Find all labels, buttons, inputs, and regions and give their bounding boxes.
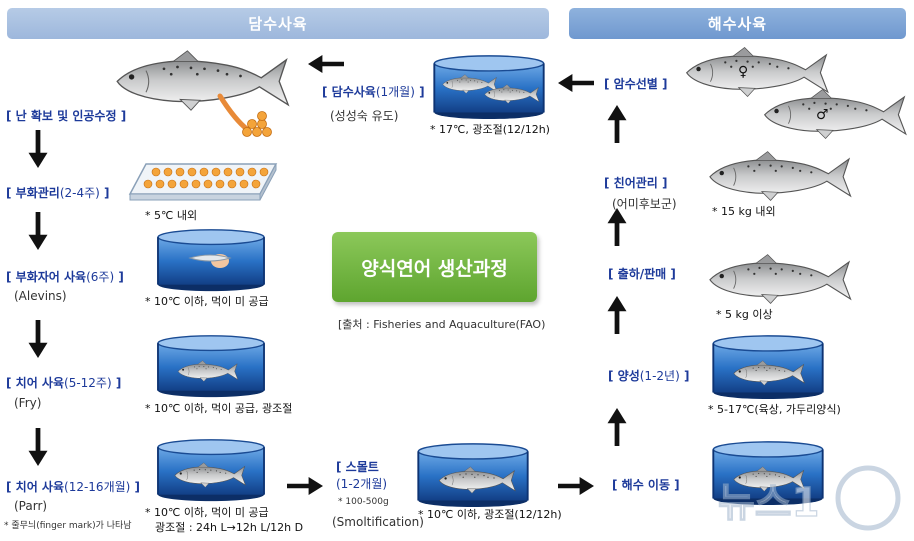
down-arrow-icon: [28, 212, 48, 250]
alevin-stage-label: [ 부화자어 사육(6주) ]: [6, 270, 124, 284]
egg-stage-label: [ 난 확보 및 인공수정 ]: [6, 109, 127, 123]
left-arrow-icon: [308, 55, 344, 73]
broodstock-label: [ 친어관리 ]: [604, 176, 668, 190]
fry-sub: (Fry): [14, 396, 42, 410]
smolt-tank-illustration: [417, 442, 529, 508]
harvest-note: * 5 kg 이상: [716, 308, 773, 321]
spawn-freshwater-label: [ 담수사육(1개월) ]: [322, 85, 425, 99]
alevin-sub: (Alevins): [14, 289, 67, 303]
up-arrow-icon: [607, 105, 627, 143]
up-arrow-icon: [607, 408, 627, 446]
right-arrow-icon: [287, 477, 323, 495]
spawn-freshwater-note: * 17℃, 광조절(12/12h): [430, 123, 550, 136]
spawn-freshwater-sub: (성성숙 유도): [330, 109, 399, 123]
up-arrow-icon: [607, 296, 627, 334]
fry-tank-illustration: [156, 334, 266, 398]
parr-sub: (Parr): [14, 499, 48, 513]
alevin-note: * 10℃ 이하, 먹이 미 공급: [145, 295, 269, 308]
broodstock-note: * 15 kg 내외: [712, 205, 776, 218]
up-arrow-icon: [607, 208, 627, 246]
parr-stage-label: [ 치어 사육(12-16개월) ]: [6, 480, 141, 494]
diagram-title: 양식연어 생산과정: [332, 232, 537, 302]
down-arrow-icon: [28, 428, 48, 466]
smolt-stage-range: (1-2개월): [336, 477, 388, 491]
watermark-text: 뉴스1: [718, 480, 819, 526]
source-credit: [출처 : Fisheries and Aquaculture(FAO): [338, 318, 546, 331]
harvest-salmon-illustration: [709, 254, 852, 304]
smolt-note: * 10℃ 이하, 광조절(12/12h): [418, 508, 562, 521]
fry-stage-label: [ 치어 사육(5-12주) ]: [6, 376, 122, 390]
smolt-sub: (Smoltification): [332, 515, 424, 529]
smolt-weight-note: * 100-500g: [338, 497, 389, 507]
broodstock-salmon-illustration: [709, 151, 852, 201]
smolt-stage-label: [ 스몰트: [336, 460, 379, 474]
down-arrow-icon: [28, 130, 48, 168]
harvest-label: [ 출하/판매 ]: [608, 267, 676, 281]
news1-watermark-logo: 뉴스1: [718, 465, 901, 531]
broodstock-sub: (어미후보군): [612, 197, 677, 211]
parr-finger-mark-note: * 줄무늬(finger mark)가 나타남: [4, 521, 132, 531]
male-symbol: ♂: [816, 107, 829, 123]
down-arrow-icon: [28, 320, 48, 358]
left-arrow-icon: [558, 74, 594, 92]
grow-out-label: [ 양성(1-2년) ]: [608, 369, 690, 383]
grow-out-note: * 5-17℃(육상, 가두리양식): [708, 403, 841, 416]
sex-selection-label: [ 암수선별 ]: [604, 77, 668, 91]
grow-out-tank-illustration: [712, 334, 824, 400]
adult-salmon-spawning-illustration: [116, 50, 289, 137]
female-symbol: ♀: [738, 64, 748, 80]
freshwater-header: 담수사육: [7, 8, 549, 39]
maturation-tank-illustration: [433, 54, 545, 120]
parr-light-note: 광조절 : 24h L→12h L/12h D: [155, 521, 304, 534]
hatch-note: * 5℃ 내외: [145, 209, 198, 222]
alevin-tank-illustration: [156, 228, 266, 292]
seawater-header: 해수사육: [569, 8, 906, 39]
egg-tray-illustration: [128, 163, 278, 201]
hatch-stage-label: [ 부화관리(2-4주) ]: [6, 186, 110, 200]
fry-note: * 10℃ 이하, 먹이 공급, 광조절: [145, 402, 293, 415]
parr-note: * 10℃ 이하, 먹이 미 공급: [145, 506, 269, 519]
male-female-salmon-illustration: ♀ ♂: [686, 46, 907, 140]
parr-tank-illustration: [156, 438, 266, 502]
seawater-transfer-label: [ 해수 이동 ]: [612, 478, 680, 492]
right-arrow-icon: [558, 477, 594, 495]
